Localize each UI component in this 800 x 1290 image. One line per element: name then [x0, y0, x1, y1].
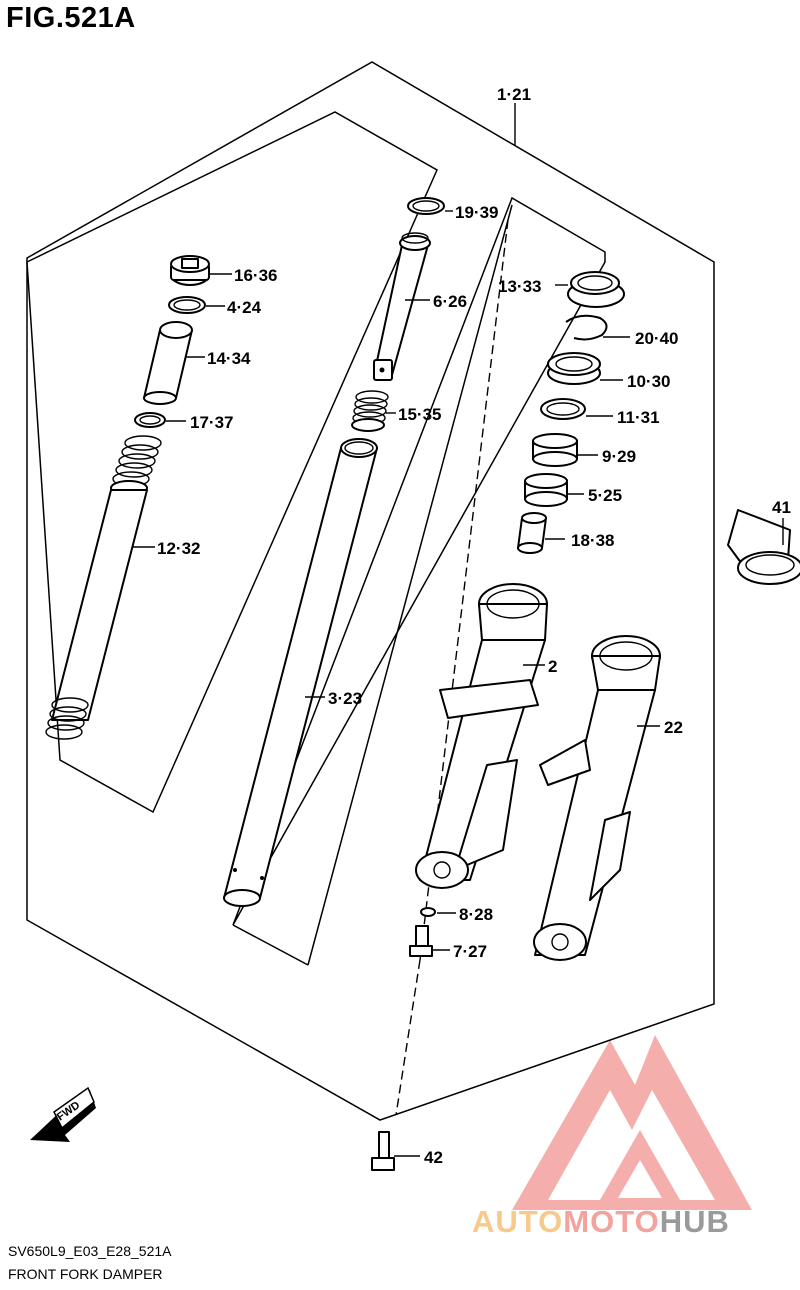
callout-11-31: 11·31 [617, 408, 660, 427]
spring-group-frame [26, 111, 438, 814]
callout-10-30: 10·30 [627, 372, 670, 391]
spacer-tube [143, 321, 193, 405]
callout-42: 42 [424, 1148, 443, 1167]
spring-washer [134, 412, 166, 428]
watermark-brand: AUTOMOTOHUB [472, 1204, 730, 1240]
callout-13-33: 13·33 [498, 277, 541, 296]
fork-boot [727, 509, 800, 585]
callout-8-28: 8·28 [459, 905, 493, 924]
damper-rod-bolt [409, 925, 433, 957]
figure-title: FIG.521A [6, 2, 136, 34]
tube-frame-right [307, 204, 513, 966]
assembly-frame [26, 61, 715, 1121]
callout-16-36: 16·36 [234, 266, 277, 285]
callout-18-38: 18·38 [571, 531, 614, 550]
watermark-logo [512, 1035, 752, 1210]
bolt-axis-line [395, 959, 421, 1116]
callout-12-32: 12·32 [157, 539, 200, 558]
diagram-code: SV650L9_E03_E28_521A [8, 1243, 172, 1259]
callout-20-40: 20·40 [635, 329, 678, 348]
pinch-bolt [371, 1131, 395, 1171]
callout-4-24: 4·24 [227, 298, 262, 317]
callout-9-29: 9·29 [602, 447, 636, 466]
callout-3-23: 3·23 [328, 689, 362, 708]
callout-14-34: 14·34 [207, 349, 251, 368]
callout-7-27: 7·27 [453, 942, 487, 961]
rebound-spring [351, 390, 389, 432]
dust-seal [567, 271, 625, 308]
oil-lock-piece [517, 512, 547, 554]
tube-frame-bottom [232, 924, 309, 966]
callout-15-35: 15·35 [398, 405, 441, 424]
gasket-washer [420, 907, 436, 917]
callout-5-25: 5·25 [588, 486, 622, 505]
callout-41: 41 [772, 498, 791, 517]
callout-2: 2 [548, 657, 557, 676]
stopper-ring [565, 314, 608, 341]
watermark-hub: HUB [659, 1204, 730, 1239]
damper-rod [373, 232, 431, 381]
callout-17-37: 17·37 [190, 413, 233, 432]
watermark-moto: MOTO [563, 1204, 660, 1239]
watermark-auto: AUTO [472, 1204, 564, 1239]
fork-spring [45, 435, 162, 740]
tube-group-frame [232, 196, 606, 926]
forward-arrow-icon: FWD [30, 1086, 96, 1142]
oil-seal [547, 352, 601, 385]
diagram-name: FRONT FORK DAMPER [8, 1266, 163, 1282]
callout-22: 22 [664, 718, 683, 737]
outer-tube-left [415, 583, 548, 889]
guide-bushing [532, 433, 578, 467]
callout-1-21: 1·21 [497, 85, 531, 104]
slide-bushing [524, 473, 568, 507]
callout-6-26: 6·26 [433, 292, 467, 311]
callout-19-39: 19·39 [455, 203, 498, 222]
inner-tube [223, 438, 378, 907]
fork-cap-bolt [170, 255, 210, 286]
outer-tube-right [533, 635, 661, 961]
